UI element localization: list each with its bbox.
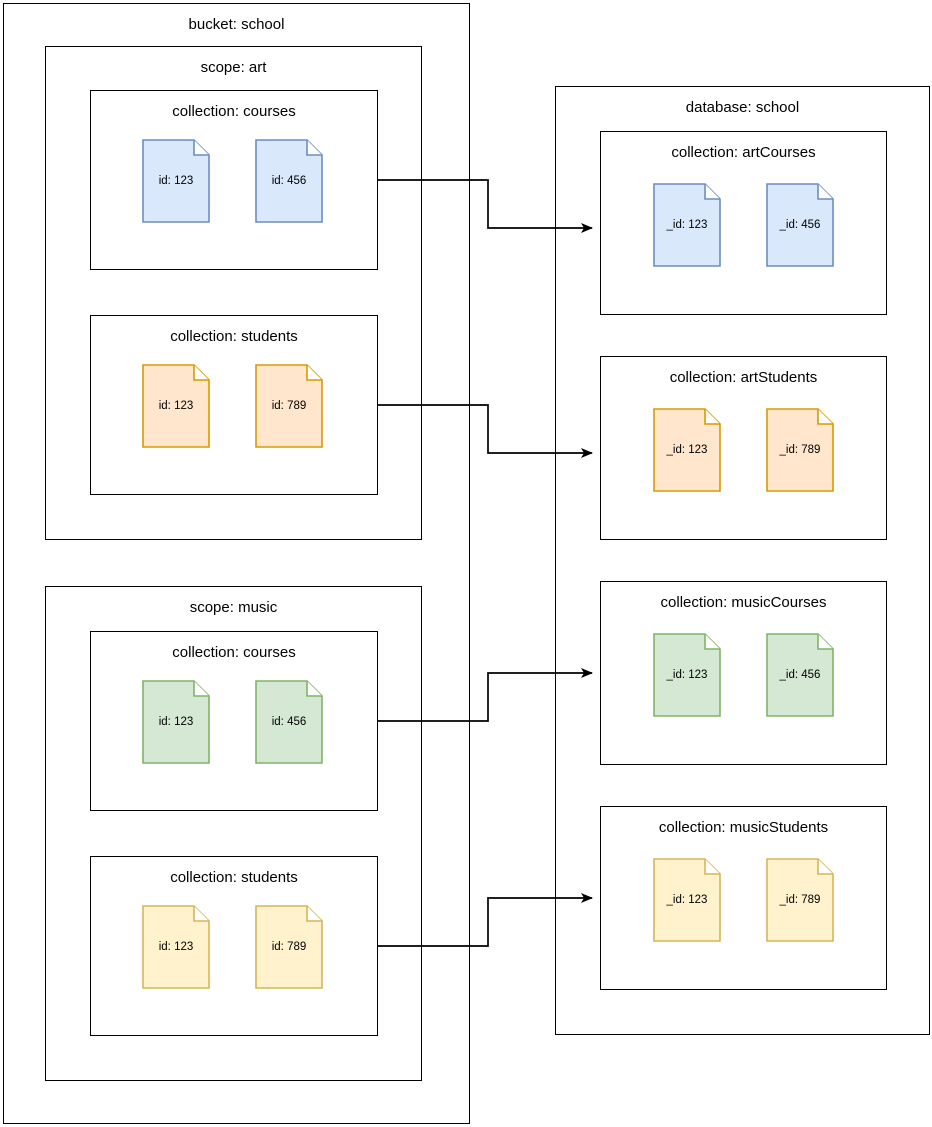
bucket-title: bucket: school: [188, 16, 285, 33]
document-page-icon: [653, 633, 721, 717]
document-page-icon: [766, 858, 834, 942]
collection-box-artstudents[interactable]: collection: artStudents: [600, 356, 887, 540]
document-label: id: 789: [271, 941, 307, 953]
document-label: _id: 123: [666, 894, 708, 906]
collection-title-music-students: collection: students: [170, 869, 298, 886]
database-title: database: school: [685, 99, 800, 116]
document-icon[interactable]: id: 123: [142, 680, 210, 764]
document-icon[interactable]: id: 456: [255, 680, 323, 764]
document-page-icon: [766, 633, 834, 717]
document-page-icon: [653, 858, 721, 942]
document-icon[interactable]: _id: 123: [653, 633, 721, 717]
document-icon[interactable]: id: 123: [142, 905, 210, 989]
document-label: id: 123: [158, 941, 194, 953]
document-label: _id: 123: [666, 219, 708, 231]
document-label: _id: 123: [666, 669, 708, 681]
document-page-icon: [255, 680, 323, 764]
document-label: id: 456: [271, 716, 307, 728]
collection-box-music-courses[interactable]: collection: courses: [90, 631, 378, 811]
document-label: id: 123: [158, 175, 194, 187]
bucket-box[interactable]: bucket: school: [3, 3, 470, 1124]
document-label: _id: 456: [779, 669, 821, 681]
document-icon[interactable]: id: 123: [142, 364, 210, 448]
collection-box-artcourses[interactable]: collection: artCourses: [600, 131, 887, 315]
document-icon[interactable]: id: 789: [255, 905, 323, 989]
collection-box-music-students[interactable]: collection: students: [90, 856, 378, 1036]
document-icon[interactable]: _id: 123: [653, 183, 721, 267]
scope-title-music: scope: music: [189, 599, 278, 616]
collection-box-art-courses[interactable]: collection: courses: [90, 90, 378, 270]
document-label: id: 123: [158, 400, 194, 412]
document-page-icon: [142, 680, 210, 764]
document-label: _id: 123: [666, 444, 708, 456]
scope-box-music[interactable]: scope: music: [45, 586, 422, 1081]
document-label: _id: 789: [779, 444, 821, 456]
collection-title-artstudents: collection: artStudents: [669, 369, 818, 386]
document-page-icon: [255, 364, 323, 448]
document-label: _id: 456: [779, 219, 821, 231]
document-icon[interactable]: id: 123: [142, 139, 210, 223]
collection-title-art-courses: collection: courses: [172, 103, 296, 120]
document-icon[interactable]: _id: 789: [766, 858, 834, 942]
collection-box-art-students[interactable]: collection: students: [90, 315, 378, 495]
collection-box-musicstudents[interactable]: collection: musicStudents: [600, 806, 887, 990]
database-box[interactable]: database: school: [555, 86, 930, 1035]
document-page-icon: [766, 408, 834, 492]
document-page-icon: [142, 905, 210, 989]
collection-title-musiccourses: collection: musicCourses: [660, 594, 827, 611]
document-page-icon: [255, 905, 323, 989]
document-icon[interactable]: _id: 789: [766, 408, 834, 492]
document-icon[interactable]: _id: 123: [653, 408, 721, 492]
document-page-icon: [142, 364, 210, 448]
document-icon[interactable]: _id: 456: [766, 633, 834, 717]
collection-box-musiccourses[interactable]: collection: musicCourses: [600, 581, 887, 765]
document-label: id: 789: [271, 400, 307, 412]
document-icon[interactable]: _id: 456: [766, 183, 834, 267]
scope-box-art[interactable]: scope: art: [45, 46, 422, 540]
document-page-icon: [766, 183, 834, 267]
document-icon[interactable]: _id: 123: [653, 858, 721, 942]
document-page-icon: [142, 139, 210, 223]
document-label: _id: 789: [779, 894, 821, 906]
document-label: id: 456: [271, 175, 307, 187]
document-page-icon: [653, 408, 721, 492]
document-label: id: 123: [158, 716, 194, 728]
document-icon[interactable]: id: 789: [255, 364, 323, 448]
document-page-icon: [255, 139, 323, 223]
collection-title-artcourses: collection: artCourses: [671, 144, 816, 161]
scope-title-art: scope: art: [200, 59, 267, 76]
collection-title-musicstudents: collection: musicStudents: [658, 819, 829, 836]
document-page-icon: [653, 183, 721, 267]
document-icon[interactable]: id: 456: [255, 139, 323, 223]
collection-title-art-students: collection: students: [170, 328, 298, 345]
collection-title-music-courses: collection: courses: [172, 644, 296, 661]
